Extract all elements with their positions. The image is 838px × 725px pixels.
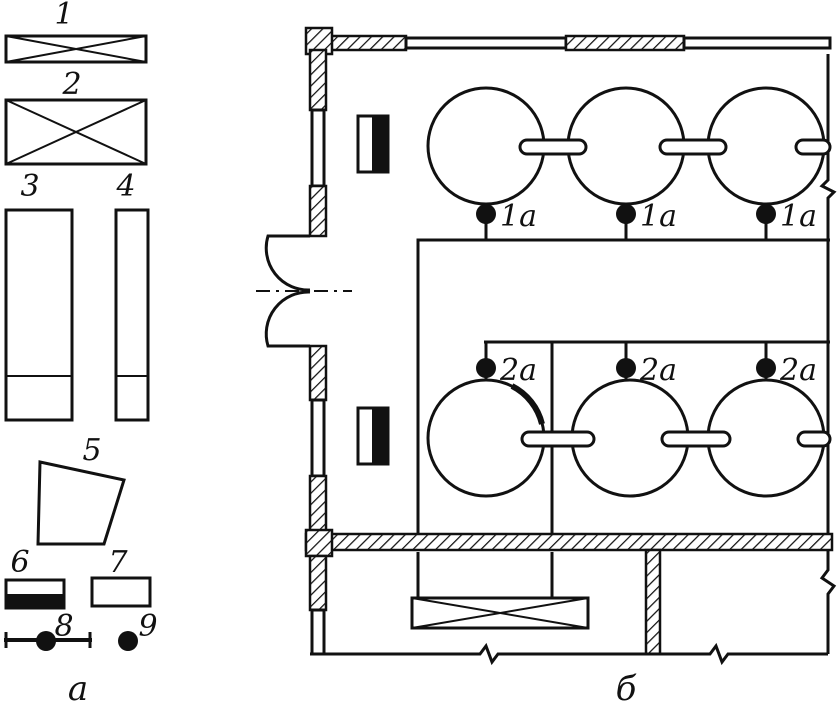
cabinet-upper: [356, 114, 390, 174]
legend-symbol-1-crossed-box: [4, 34, 148, 64]
tank-label-1a: 1a: [640, 199, 677, 234]
legend-label-5: 5: [82, 433, 101, 468]
tank-label-2a: 2a: [499, 353, 537, 388]
left-window: [310, 398, 326, 478]
lower-tank-row: 2a 2a 2a: [426, 342, 832, 498]
legend-symbol-7-box: [90, 576, 152, 608]
left-window: [310, 108, 326, 188]
legend-label-1: 1: [54, 0, 73, 32]
top-window: [404, 36, 568, 50]
drive-dot: [756, 204, 776, 224]
tank-label-2a: 2a: [639, 353, 677, 388]
legend-symbol-2-crossed-box: [4, 98, 148, 166]
left-window: [310, 608, 326, 656]
double-door: [256, 234, 352, 348]
tank-connector: [794, 138, 832, 156]
legend-symbol-4-narrow-box: [114, 208, 150, 422]
legend-symbol-8-dot-on-line: [4, 631, 92, 651]
left-wall-segment: [308, 48, 328, 112]
left-wall-segment: [308, 554, 328, 612]
tank-connector: [520, 430, 596, 448]
tank-connector: [658, 138, 728, 156]
legend-label-8: 8: [54, 609, 73, 644]
plan-caption: б: [616, 669, 637, 709]
floor-plan: 1a 1a 1a 2a 2a 2a б: [256, 26, 837, 709]
vertical-partition: [644, 548, 662, 656]
upper-tank-row: 1a 1a 1a: [426, 86, 832, 240]
tank-connector: [796, 430, 832, 448]
legend-symbol-3-tall-box: [4, 208, 74, 422]
tank-label-1a: 1a: [780, 199, 817, 234]
top-window: [682, 36, 832, 50]
legend: 1 2 3 4 5 6: [4, 0, 158, 709]
legend-label-3: 3: [20, 169, 39, 204]
drive-dot: [756, 358, 776, 378]
legend-label-9: 9: [138, 609, 157, 644]
left-wall-segment: [308, 344, 328, 402]
legend-label-6: 6: [10, 545, 29, 580]
legend-symbol-9-dot: [118, 631, 138, 651]
legend-symbol-6-half-filled-box: [4, 578, 66, 610]
tank-agitator-arc: [510, 383, 545, 425]
drive-dot: [616, 204, 636, 224]
corner-column: [304, 528, 334, 558]
legend-symbol-5-trapezoid: [36, 460, 126, 546]
legend-label-7: 7: [108, 545, 128, 580]
top-wall-segment: [564, 34, 686, 52]
legend-label-2: 2: [61, 67, 81, 102]
left-wall-segment: [308, 184, 328, 238]
tank-label-2a: 2a: [779, 353, 817, 388]
tank-connector: [660, 430, 732, 448]
drive-dot: [476, 358, 496, 378]
crossed-box-unit: [410, 596, 590, 630]
conveyor-line: [416, 238, 830, 534]
drive-dot: [616, 358, 636, 378]
drive-dot: [476, 204, 496, 224]
bottom-break-line: [310, 642, 828, 666]
right-break-line: [819, 54, 837, 534]
right-break-line: [819, 550, 837, 654]
tank-label-1a: 1a: [500, 199, 537, 234]
tank-connector: [518, 138, 588, 156]
legend-caption: a: [68, 669, 88, 709]
partition-wall: [304, 532, 834, 552]
left-wall-segment: [308, 474, 328, 538]
legend-label-4: 4: [115, 169, 135, 204]
cabinet-lower: [356, 406, 390, 466]
